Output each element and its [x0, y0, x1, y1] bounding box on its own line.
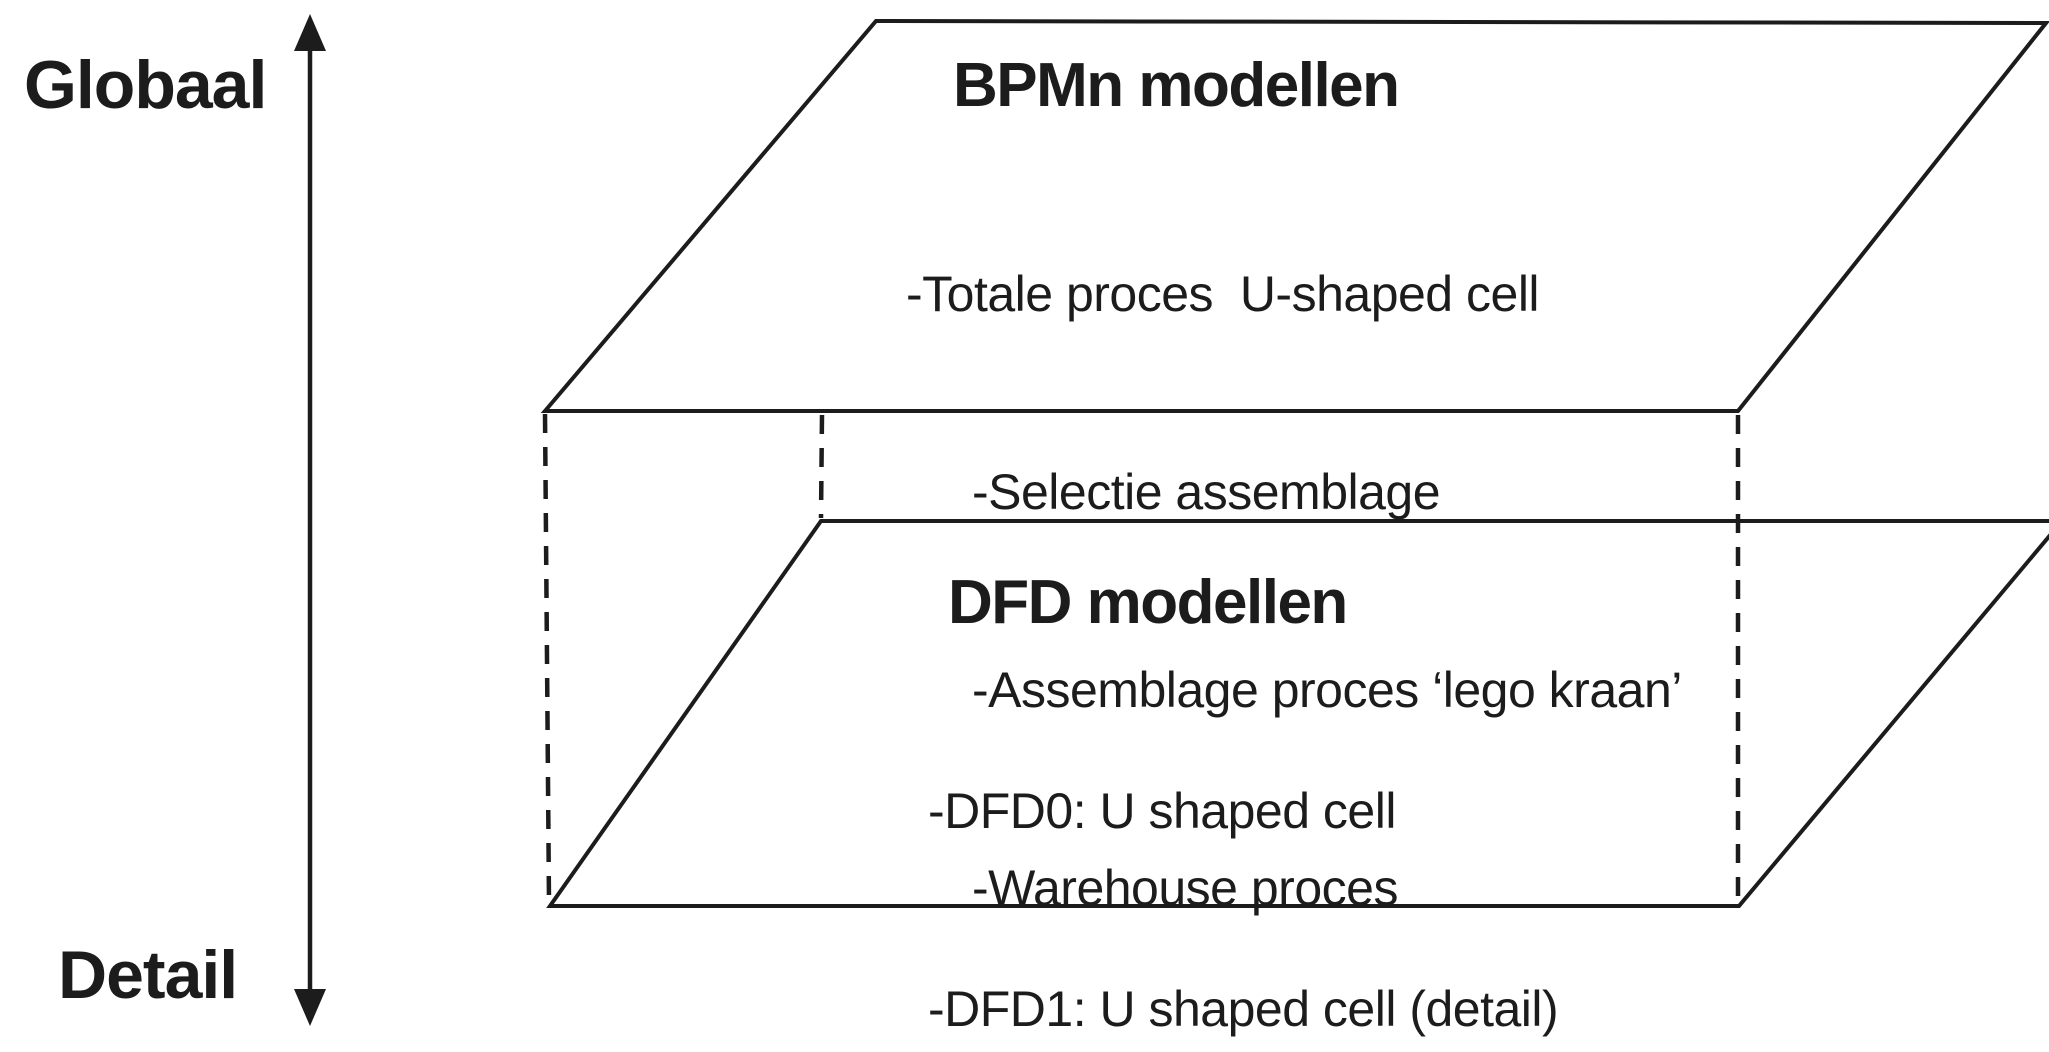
globaal-detail-axis-arrow	[294, 14, 326, 1026]
hidden-vertical-edges	[542, 413, 1741, 904]
bpmn-plane-item-list: -Totale proces U-shaped cell -Selectie a…	[906, 129, 1682, 1052]
axis-label-detail: Detail	[58, 937, 238, 1013]
bpmn-plane-title: BPMn modellen	[953, 51, 1400, 120]
back-left-edge-dashed	[818, 414, 825, 519]
dfd-plane-title: DFD modellen	[948, 568, 1348, 637]
axis-arrowhead-up-icon	[294, 14, 326, 51]
dfd-item-dfd1: -DFD1: U shaped cell (detail)	[928, 981, 1559, 1037]
axis-label-globaal: Globaal	[24, 47, 267, 123]
dfd-plane-shape	[546, 519, 2049, 908]
axis-arrowhead-down-icon	[294, 989, 326, 1026]
bpmn-item-assemblage-proces: -Assemblage proces ‘lego kraan’	[972, 662, 1682, 718]
bpmn-plane-shape	[540, 18, 2049, 413]
bpmn-item-totale-proces: -Totale proces U-shaped cell	[906, 266, 1540, 322]
bpmn-item-warehouse-proces: -Warehouse proces	[972, 860, 1398, 916]
dfd-plane-item-list: -DFD0: U shaped cell -DFD1: U shaped cel…	[928, 646, 1559, 1052]
dfd-item-dfd0: -DFD0: U shaped cell	[928, 783, 1396, 839]
bpmn-item-selectie-assemblage: -Selectie assemblage	[972, 464, 1441, 520]
front-left-edge-dashed	[542, 413, 552, 904]
